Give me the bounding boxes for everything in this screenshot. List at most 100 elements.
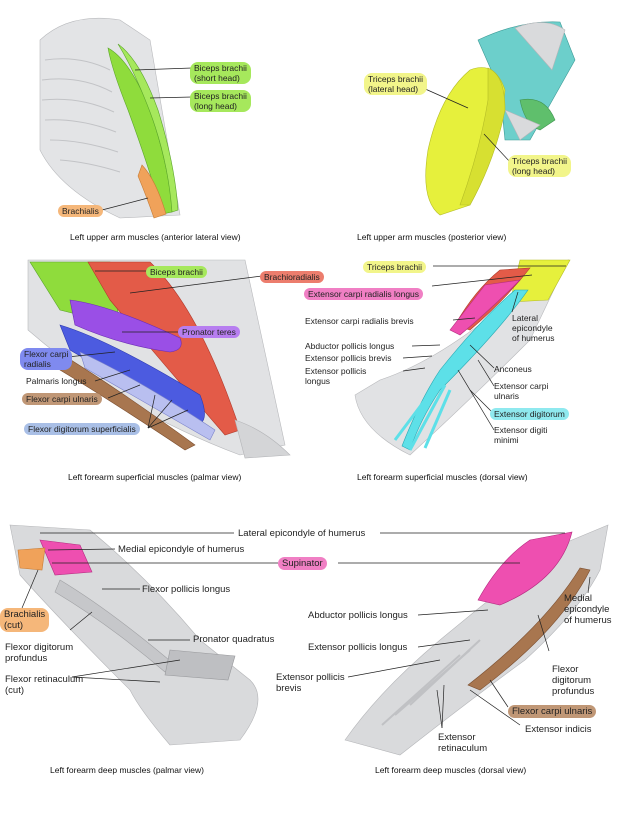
label-line-1: Flexor retinaculum	[5, 674, 84, 685]
caption-forearm-superficial-dorsal: Left forearm superficial muscles (dorsal…	[357, 472, 528, 482]
label-line-2: profundus	[5, 653, 48, 664]
label-anconeus: Anconeus	[494, 364, 532, 374]
label-line-1: Extensor pollicis	[305, 366, 367, 376]
label-text: Flexor pollicis longus	[142, 584, 231, 595]
label-extensor-pollicis-brevis-deep: Extensor pollicis brevis	[276, 672, 345, 694]
label-brachialis-cut: Brachialis (cut)	[0, 608, 50, 632]
label-medial-epicondyle-humerus: Medial epicondyle of humerus	[564, 593, 612, 626]
label-text: Flexor carpi ulnaris	[512, 706, 593, 717]
label-line-2: (cut)	[5, 685, 24, 696]
label-extensor-retinaculum: Extensor retinaculum	[438, 732, 487, 754]
label-line-1: Biceps brachii	[194, 63, 247, 73]
label-flexor-digitorum-superficialis: Flexor digitorum superficialis	[24, 423, 140, 435]
label-text: Pronator teres	[182, 327, 236, 337]
label-brachialis: Brachialis	[58, 205, 103, 217]
label-line-2: ulnaris	[494, 391, 520, 401]
label-flexor-digitorum-profundus-deep: Flexor digitorum profundus	[552, 664, 594, 697]
label-text: Extensor digitorum	[494, 409, 565, 419]
label-abductor-pollicis-longus-deep: Abductor pollicis longus	[308, 610, 408, 621]
label-text: Biceps brachii	[150, 267, 203, 277]
label-line-1: Medial	[564, 593, 592, 604]
forearm-superficial-dorsal-illustration	[354, 259, 571, 456]
label-line-3: profundus	[552, 686, 595, 697]
label-line-1: Flexor carpi	[24, 349, 69, 359]
label-biceps-long-head: Biceps brachii (long head)	[190, 90, 251, 112]
label-extensor-pollicis-brevis: Extensor pollicis brevis	[305, 353, 391, 363]
label-supinator: Supinator	[278, 557, 327, 570]
caption-forearm-deep-palmar: Left forearm deep muscles (palmar view)	[50, 765, 205, 775]
forearm-deep-dorsal-illustration	[40, 524, 609, 756]
label-biceps-short-head: Biceps brachii (short head)	[190, 62, 251, 84]
label-text: Brachioradialis	[264, 272, 320, 282]
caption-upper-arm-anterior: Left upper arm muscles (anterior lateral…	[70, 232, 241, 242]
label-line-1: Extensor pollicis	[276, 672, 345, 683]
label-brachioradialis: Brachioradialis	[260, 271, 324, 283]
label-extensor-pollicis-longus: Extensor pollicis longus	[305, 366, 366, 386]
label-flexor-carpi-ulnaris-deep: Flexor carpi ulnaris	[508, 705, 597, 718]
label-triceps-lateral-head: Triceps brachii (lateral head)	[364, 73, 427, 95]
label-line-1: Extensor	[438, 732, 476, 743]
label-extensor-indicis: Extensor indicis	[525, 724, 592, 735]
label-line-2: brevis	[276, 683, 302, 694]
caption-forearm-superficial-palmar: Left forearm superficial muscles (palmar…	[68, 472, 242, 482]
caption-forearm-deep-dorsal: Left forearm deep muscles (dorsal view)	[375, 765, 527, 775]
label-text: Flexor digitorum superficialis	[28, 424, 136, 434]
label-line-3: of humerus	[512, 333, 555, 343]
label-line-2: digitorum	[552, 675, 592, 686]
label-line-2: (long head)	[512, 166, 556, 176]
label-text: Brachialis	[62, 206, 99, 216]
label-text: Lateral epicondyle of humerus	[238, 528, 366, 539]
label-lateral-epicondyle-humerus: Lateral epicondyle of humerus	[238, 528, 365, 539]
label-line-1: Triceps brachii	[512, 156, 567, 166]
label-line-2: (lateral head)	[368, 84, 419, 94]
label-text: Flexor carpi ulnaris	[26, 394, 98, 404]
label-triceps-long-head: Triceps brachii (long head)	[508, 155, 571, 177]
label-text: Extensor carpi radialis longus	[308, 289, 420, 299]
label-pronator-teres: Pronator teres	[178, 326, 240, 338]
label-line-3: of humerus	[564, 615, 612, 626]
label-flexor-retinaculum: Flexor retinaculum (cut)	[5, 674, 83, 696]
forearm-deep-palmar-illustration	[9, 524, 259, 746]
label-extensor-digitorum: Extensor digitorum	[490, 408, 569, 420]
label-flexor-pollicis-longus: Flexor pollicis longus	[142, 584, 230, 595]
label-line-2: minimi	[494, 435, 519, 445]
label-line-1: Lateral	[512, 313, 538, 323]
label-pronator-quadratus: Pronator quadratus	[193, 634, 274, 645]
label-lateral-epicondyle: Lateral epicondyle of humerus	[512, 313, 555, 343]
label-text: Pronator quadratus	[193, 634, 275, 645]
label-text: Abductor pollicis longus	[308, 610, 408, 621]
label-text: Supinator	[282, 558, 323, 569]
label-line-2: longus	[305, 376, 331, 386]
upper-arm-anterior-illustration	[39, 17, 193, 219]
label-line-2: epicondyle	[564, 604, 610, 615]
label-extensor-carpi-ulnaris: Extensor carpi ulnaris	[494, 381, 548, 401]
caption-upper-arm-posterior: Left upper arm muscles (posterior view)	[357, 232, 507, 242]
upper-arm-posterior-illustration	[422, 21, 576, 216]
label-abductor-pollicis-longus: Abductor pollicis longus	[305, 341, 394, 351]
label-text: Medial epicondyle of humerus	[118, 544, 245, 555]
label-line-2: epicondyle	[512, 323, 553, 333]
label-text: Triceps brachii	[367, 262, 422, 272]
label-line-1: Extensor carpi	[494, 381, 549, 391]
label-text: Palmaris longus	[26, 376, 87, 386]
label-line-1: Flexor digitorum	[5, 642, 74, 653]
label-text: Extensor carpi radialis brevis	[305, 316, 414, 326]
label-line-2: retinaculum	[438, 743, 488, 754]
label-palmaris-longus: Palmaris longus	[26, 376, 86, 386]
label-flexor-carpi-ulnaris: Flexor carpi ulnaris	[22, 393, 102, 405]
label-text: Extensor pollicis longus	[308, 642, 408, 653]
label-line-2: (cut)	[4, 620, 23, 631]
label-text: Anconeus	[494, 364, 532, 374]
label-line-1: Biceps brachii	[194, 91, 247, 101]
label-line-2: (short head)	[194, 73, 240, 83]
label-text: Abductor pollicis longus	[305, 341, 395, 351]
label-extensor-carpi-radialis-brevis: Extensor carpi radialis brevis	[305, 316, 414, 326]
label-text: Extensor indicis	[525, 724, 592, 735]
label-flexor-digitorum-profundus: Flexor digitorum profundus	[5, 642, 73, 664]
label-line-1: Flexor	[552, 664, 579, 675]
label-triceps-brachii: Triceps brachii	[363, 261, 426, 273]
label-line-1: Brachialis	[4, 609, 46, 620]
label-extensor-digiti-minimi: Extensor digiti minimi	[494, 425, 547, 445]
